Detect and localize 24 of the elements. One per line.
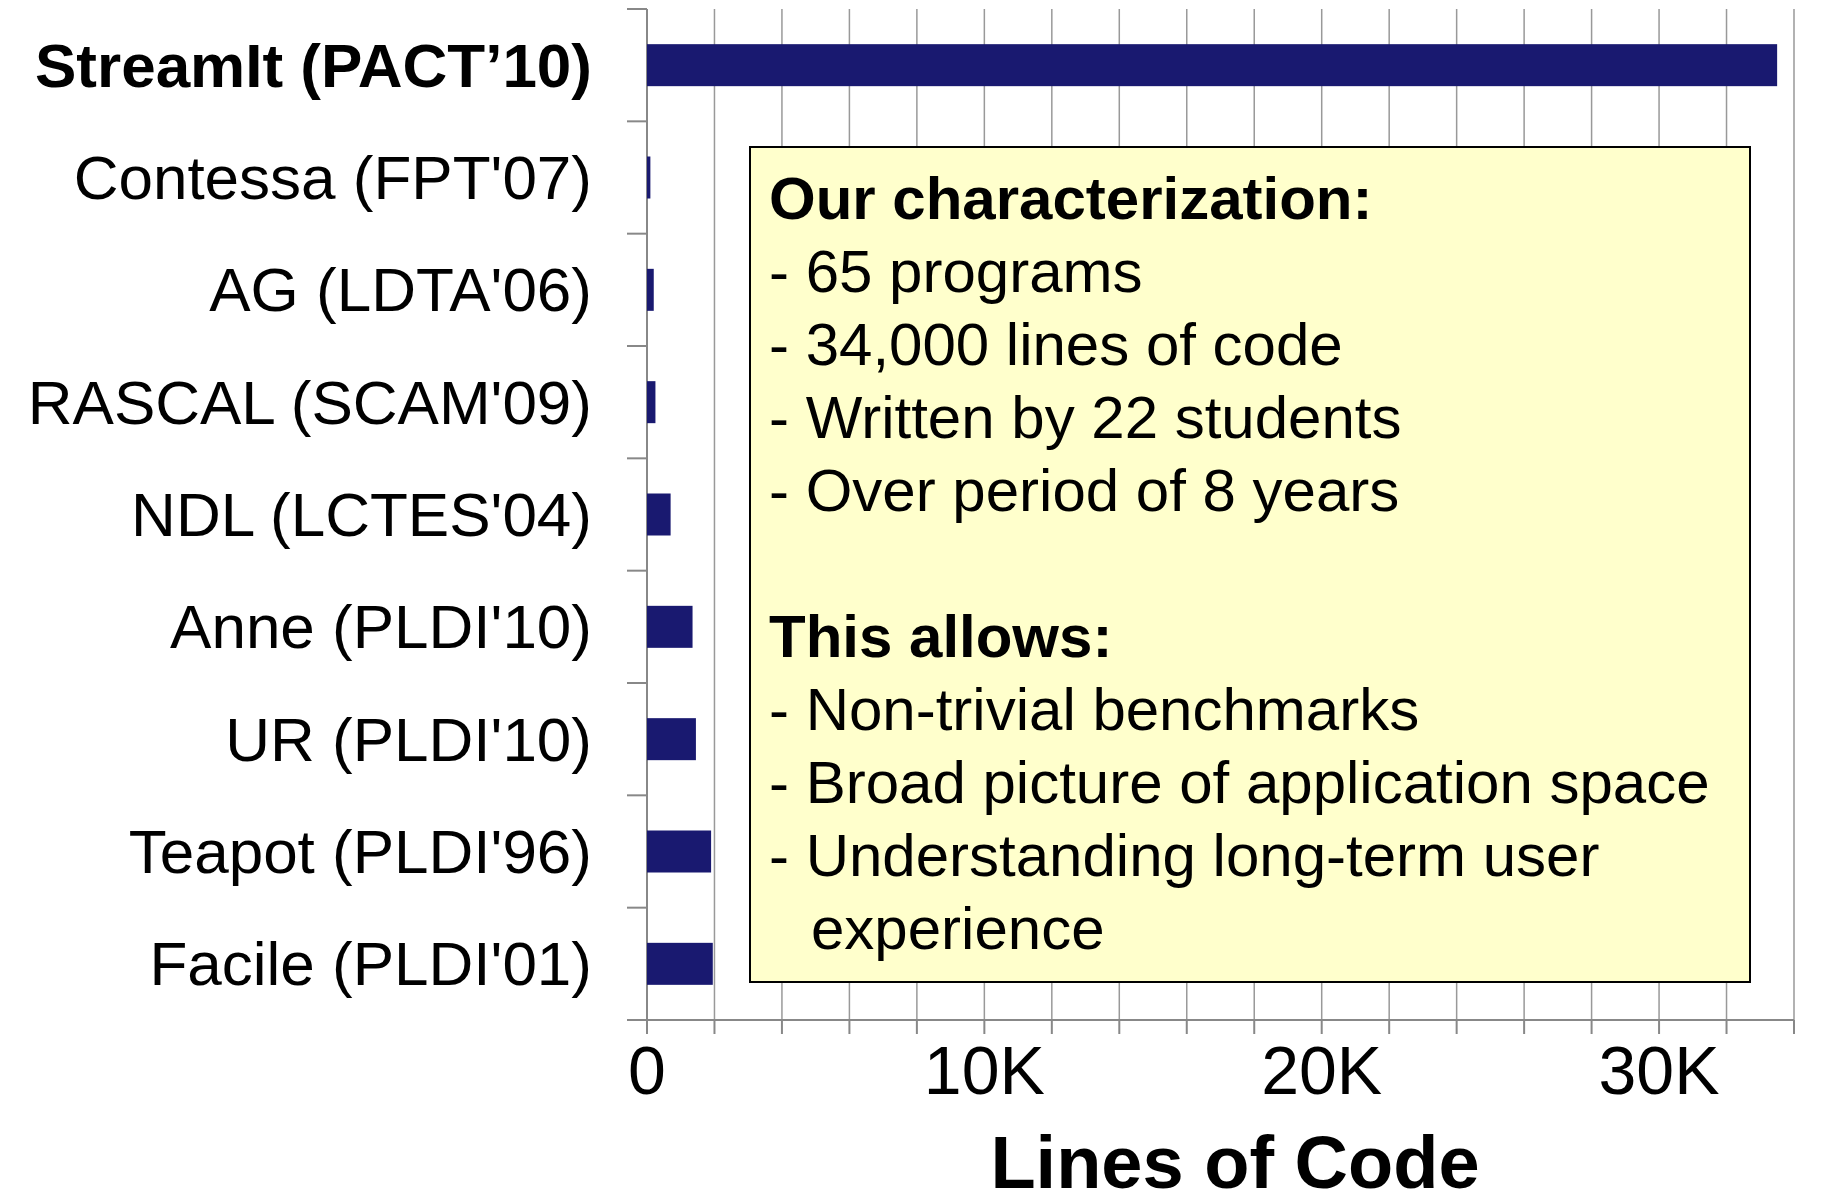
note-text: - 65 programs [769,237,1144,307]
note-text: - Broad picture of application space [769,748,1711,818]
note-text: - Written by 22 students [769,383,1403,453]
note-text: - Non-trivial benchmarks [769,675,1421,745]
category-label: Teapot (PLDI'96) [128,817,592,886]
tick-label: 20K [1261,1032,1383,1108]
tick-label: 0 [628,1032,666,1108]
category-label: RASCAL (SCAM'09) [27,367,592,437]
tick-label: 10K [923,1032,1045,1108]
tick-label: 30K [1598,1032,1720,1108]
category-label: AG (LDTA'06) [209,255,592,325]
note-heading: Our characterization: [769,164,1374,234]
note-heading: This allows: [769,602,1114,672]
category-label: Facile (PLDI'01) [149,929,592,999]
category-label: Anne (PLDI'10) [170,592,592,662]
note-text: - Over period of 8 years [769,456,1401,526]
note-box [749,146,1751,983]
axis-title: Lines of Code [990,1120,1480,1194]
note-text: - 34,000 lines of code [769,310,1344,380]
category-label: NDL (LCTES'04) [131,480,592,549]
category-label: StreamIt (PACT’10) [35,30,592,100]
category-label: Contessa (FPT'07) [73,143,592,212]
note-text: - Understanding long-term user experience [769,821,1601,964]
category-label: UR (PLDI'10) [225,704,592,774]
